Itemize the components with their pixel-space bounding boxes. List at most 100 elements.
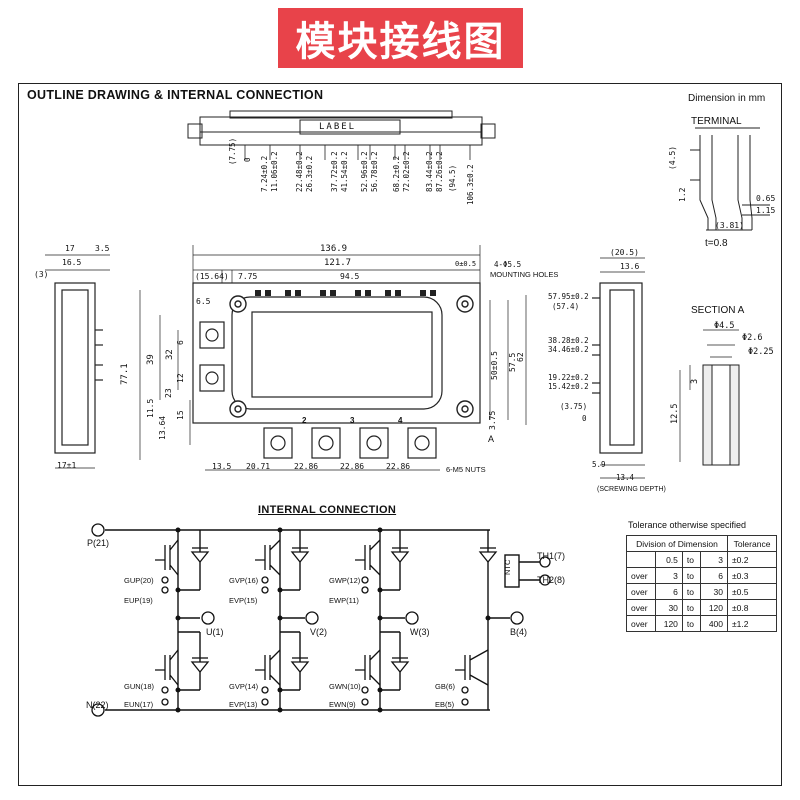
rside-dim-5795: 57.95±0.2 (548, 292, 589, 301)
main-dim-width: 136.9 (320, 244, 348, 254)
tol-cell: 30 (655, 599, 683, 616)
gate-evp-lo: EVP(13) (229, 700, 258, 709)
gate-gun: GUN(18) (124, 682, 155, 691)
top-dim-2: 7.24±0.2 (260, 155, 269, 192)
tolerance-table: Division of Dimension Tolerance 0.5 to 3… (625, 535, 777, 632)
junction-dots (175, 527, 491, 713)
gate-gup: GUP(20) (124, 576, 154, 585)
gate-gwp: GWP(12) (329, 576, 361, 585)
terminal-thickness: t=0.8 (705, 238, 728, 249)
screwing-depth-label: (SCREWING DEPTH) (597, 486, 666, 493)
main-dim-hole-pitch: 121.7 (324, 258, 352, 268)
tol-cell: ±0.2 (727, 551, 777, 568)
gate-eup: EUP(19) (124, 596, 153, 605)
ntc-label: NTC (503, 559, 512, 575)
top-view (187, 110, 496, 160)
top-dim-4: 22.48±0.2 (295, 151, 304, 192)
gate-ewn: EWN(9) (329, 700, 356, 709)
main-dim-945: 94.5 (340, 272, 360, 281)
tol-cell: 3 (655, 567, 683, 584)
terminal-number-4: 4 (398, 416, 403, 425)
tol-cell: over (625, 615, 657, 632)
right-dim-50: 50±0.5 (490, 351, 499, 380)
top-dim-3: 11.06±0.2 (270, 151, 279, 192)
section-a-marker: A (488, 434, 495, 444)
tol-cell: to (681, 583, 702, 600)
bottom-dim-2071: 20.71 (246, 462, 271, 471)
tolerance-caption: Tolerance otherwise specified (628, 520, 747, 530)
side-dim-3: (3) (34, 270, 49, 279)
rside-dim-3446: 34.46±0.2 (548, 345, 589, 354)
tol-cell: 120 (655, 615, 683, 632)
main-dim-775: 7.75 (238, 272, 258, 281)
tol-cell: over (625, 583, 657, 600)
top-dim-12: 83.44±0.2 (425, 151, 434, 192)
left-dim-1364: 13.64 (158, 415, 167, 440)
left-dim-23: 23 (164, 388, 173, 398)
terminal-number-3: 3 (350, 416, 355, 425)
left-dim-12: 12 (176, 373, 185, 383)
rside-dim-574: (57.4) (552, 302, 580, 311)
terminal-heading: TERMINAL (691, 116, 742, 127)
top-dim-0: (7.75) (228, 137, 237, 165)
top-dim-8: 52.96±0.2 (360, 151, 369, 192)
left-dim-39: 39 (146, 354, 156, 365)
main-dim-zero: 0±0.5 (455, 260, 477, 268)
main-dim-offset: (15.64) (195, 272, 229, 281)
tol-cell: over (625, 567, 657, 584)
bottom-dim-2286-a: 22.86 (294, 462, 319, 471)
left-dim-32: 32 (165, 349, 175, 360)
section-dim-26: Φ2.6 (742, 333, 763, 343)
diode-symbols (190, 547, 498, 674)
tolerance-row: over 6 to 30 ±0.5 (625, 583, 777, 600)
bottom-terminals (263, 427, 437, 459)
left-dim-115: 11.5 (146, 398, 155, 418)
tol-cell: 3 (700, 551, 728, 568)
rside-dim-134: 13.4 (616, 473, 635, 482)
left-dim-771: 77.1 (120, 363, 130, 385)
node-w: W(3) (410, 627, 430, 637)
circuit-terminals (91, 523, 551, 717)
section-dim-45: Φ4.5 (714, 321, 735, 331)
side-dim-17pm1: 17±1 (57, 461, 77, 470)
tol-cell (625, 551, 657, 568)
left-terminals (199, 321, 225, 392)
drawing-frame (18, 83, 782, 786)
tolerance-header-row: Division of Dimension Tolerance (626, 535, 777, 552)
mounting-hole-spec: 4-Φ5.5 (494, 260, 522, 269)
section-a-heading: SECTION A (691, 305, 745, 316)
tol-cell: ±1.2 (727, 615, 777, 632)
nuts-label: 6-M5 NUTS (446, 465, 486, 474)
top-dim-11: 72.02±0.2 (402, 151, 411, 192)
tolerance-row: over 30 to 120 ±0.8 (625, 599, 777, 616)
terminal-dim-4: (3.81) (715, 221, 744, 230)
terminal-dim-2: 0.65 (756, 194, 776, 203)
tol-cell: ±0.5 (727, 583, 777, 600)
gate-gwn: GWN(10) (329, 682, 361, 691)
node-th1: TH1(7) (537, 551, 566, 561)
right-dim-62: 62 (516, 352, 525, 362)
tol-cell: 400 (700, 615, 728, 632)
gate-gvp-hi: GVP(16) (229, 576, 259, 585)
top-dim-7: 41.54±0.2 (340, 151, 349, 192)
top-dim-5: 26.3±0.2 (305, 155, 314, 192)
rside-dim-375: (3.75) (560, 402, 588, 411)
terminal-number-2: 2 (302, 416, 307, 425)
tol-cell: ±0.3 (727, 567, 777, 584)
igbt-symbols (155, 539, 489, 686)
tolerance-row: over 3 to 6 ±0.3 (625, 567, 777, 584)
tol-cell: ±0.8 (727, 599, 777, 616)
gate-gvp-lo: GVP(14) (229, 682, 259, 691)
right-dim-375: 3.75 (488, 410, 497, 430)
gate-eb: EB(5) (435, 700, 455, 709)
bottom-dim-2286-b: 22.86 (340, 462, 365, 471)
rside-dim-205: (20.5) (610, 248, 639, 257)
tolerance-header-tol: Tolerance (727, 535, 777, 552)
title-banner: 模块接线图 (278, 8, 523, 68)
top-dim-9: 56.78±0.2 (370, 151, 379, 192)
bottom-dim-2286-c: 22.86 (386, 462, 411, 471)
node-v: V(2) (310, 627, 328, 637)
rside-dim-1922: 19.22±0.2 (548, 373, 589, 382)
node-p: P(21) (87, 538, 110, 548)
terminal-dim-1: 1.2 (678, 187, 687, 202)
